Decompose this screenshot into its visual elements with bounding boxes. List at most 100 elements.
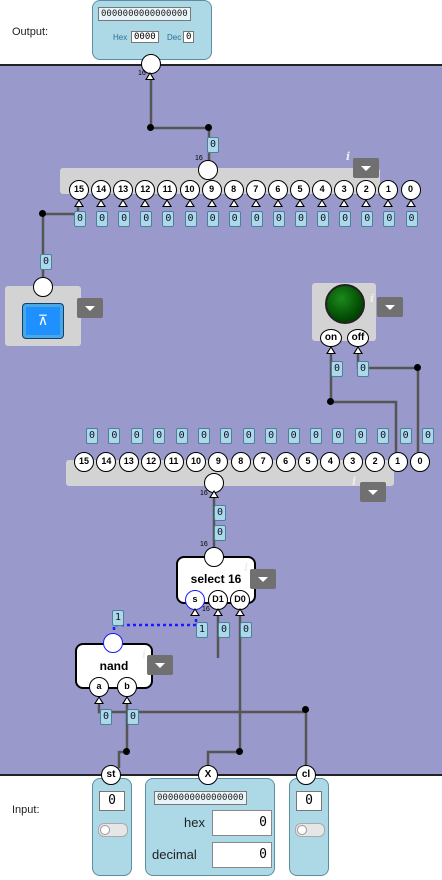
wire-select-s — [112, 610, 198, 630]
output-area-label: Output: — [12, 26, 49, 38]
push-button[interactable]: ⊼ — [22, 303, 64, 339]
input-x-hex-field[interactable]: 0 — [212, 810, 272, 836]
top-splitter-value: 0 — [206, 211, 219, 227]
bottom-splitter-pin[interactable]: 9 — [208, 452, 229, 472]
wire-led-on — [329, 352, 398, 454]
nand-menu-button[interactable] — [147, 655, 173, 675]
input-st-toggle[interactable] — [98, 823, 128, 837]
top-splitter-pin[interactable]: 10 — [179, 180, 200, 200]
push-button-out-port[interactable] — [33, 277, 53, 297]
top-splitter-pin[interactable]: 15 — [69, 180, 89, 200]
bottom-splitter-pin[interactable]: 14 — [96, 452, 117, 472]
input-x-pin[interactable]: X — [198, 765, 218, 785]
top-splitter-pin-arrow — [140, 199, 151, 207]
nand-pin-a[interactable]: a — [89, 677, 109, 697]
junction-dot — [414, 364, 421, 371]
bottom-splitter-pin[interactable]: 3 — [342, 452, 363, 472]
bottom-splitter-menu-button[interactable] — [360, 482, 386, 502]
top-splitter-pin[interactable]: 0 — [400, 180, 421, 200]
top-splitter-pin[interactable]: 9 — [201, 180, 222, 200]
bottom-splitter-value: 0 — [377, 428, 390, 444]
select-in-value-d1: 0 — [218, 622, 230, 638]
top-splitter-pin[interactable]: 6 — [267, 180, 288, 200]
bottom-splitter-pin[interactable]: 4 — [320, 452, 341, 472]
junction-dot — [302, 706, 309, 713]
info-icon[interactable]: i — [352, 475, 357, 488]
select-width-in: 16 — [202, 606, 210, 613]
bottom-splitter-pin[interactable]: 12 — [141, 452, 162, 472]
top-splitter-value: 0 — [383, 211, 396, 227]
nand-in-value-b: 0 — [127, 709, 139, 725]
select16-pin-d1[interactable]: D1 — [208, 590, 228, 610]
input-st-value[interactable]: 0 — [99, 791, 125, 811]
bottom-splitter-pin[interactable]: 8 — [230, 452, 251, 472]
info-icon[interactable]: i — [142, 648, 147, 661]
input-x-decimal-label: decimal — [152, 847, 197, 862]
select-width-out: 16 — [200, 541, 208, 548]
bottom-bus-width: 16 — [200, 490, 208, 497]
bottom-splitter-pin[interactable]: 7 — [253, 452, 274, 472]
junction-dot — [327, 398, 334, 405]
output-bus-width: 16 — [138, 70, 146, 77]
input-st-pin[interactable]: st — [101, 765, 121, 785]
select16-pin-s[interactable]: s — [185, 590, 205, 610]
bottom-splitter-value: 0 — [332, 428, 345, 444]
select-in-value-d0: 0 — [240, 622, 252, 638]
bottom-splitter-pin[interactable]: 1 — [387, 452, 408, 472]
top-splitter-pin[interactable]: 8 — [223, 180, 244, 200]
bottom-splitter-pin[interactable]: 10 — [186, 452, 206, 472]
top-splitter-pin[interactable]: 5 — [290, 180, 310, 200]
top-splitter-in-port[interactable] — [198, 160, 218, 180]
junction-dot — [123, 748, 130, 755]
led-off-pin[interactable]: off — [347, 329, 369, 347]
info-icon[interactable]: i — [346, 150, 351, 163]
bottom-splitter-pin[interactable]: 11 — [163, 452, 184, 472]
top-splitter-pin[interactable]: 14 — [91, 180, 112, 200]
input-area-label: Input: — [12, 804, 40, 816]
input-x-decimal-field[interactable]: 0 — [212, 842, 272, 868]
top-splitter-value: 0 — [184, 211, 197, 227]
bottom-splitter-pin[interactable]: 15 — [74, 452, 94, 472]
select-out-value-1: 0 — [214, 525, 226, 541]
wire-button-link — [43, 206, 80, 216]
input-x-bits: 0000000000000000 — [154, 791, 247, 805]
select16-menu-button[interactable] — [250, 569, 276, 589]
nand-b-arrow — [122, 696, 132, 704]
nand-pin-b[interactable]: b — [117, 677, 137, 697]
output-bits: 0000000000000000 — [98, 7, 191, 21]
push-button-glyph: ⊼ — [37, 312, 49, 328]
select16-pin-d0[interactable]: D0 — [230, 590, 250, 610]
info-icon[interactable]: i — [370, 292, 375, 305]
top-splitter-pin[interactable]: 7 — [245, 180, 266, 200]
top-splitter-pin[interactable]: 4 — [312, 180, 333, 200]
top-splitter-menu-button[interactable] — [353, 158, 379, 178]
top-splitter-value: 0 — [272, 211, 285, 227]
led-on-value: 0 — [331, 361, 343, 377]
bottom-splitter-value: 0 — [153, 428, 166, 444]
led-menu-button[interactable] — [377, 297, 403, 317]
input-cl-value[interactable]: 0 — [296, 791, 322, 811]
led-on-pin[interactable]: on — [320, 329, 342, 347]
input-cl-toggle[interactable] — [295, 823, 325, 837]
led-light — [325, 284, 365, 324]
top-splitter-value: 0 — [140, 211, 153, 227]
bottom-splitter-pin[interactable]: 13 — [118, 452, 139, 472]
input-cl-pin[interactable]: cl — [296, 765, 316, 785]
select16-d1-arrow — [213, 608, 223, 616]
select16-title: select 16 — [190, 572, 242, 586]
nand-out-port[interactable] — [103, 633, 123, 653]
top-splitter-pin-arrow — [250, 199, 261, 207]
bottom-splitter-pin[interactable]: 6 — [275, 452, 296, 472]
bottom-splitter-arrow — [209, 490, 219, 498]
bottom-splitter-pin[interactable]: 5 — [298, 452, 318, 472]
output-port-arrow — [145, 72, 155, 80]
top-splitter-pin-arrow — [228, 199, 239, 207]
output-area: Output: — [0, 0, 442, 64]
info-icon[interactable]: i — [244, 561, 249, 574]
top-splitter-pin-arrow — [162, 199, 173, 207]
nand-in-value-a: 0 — [100, 709, 112, 725]
push-button-menu-button[interactable] — [77, 298, 103, 318]
bottom-splitter-pin[interactable]: 2 — [365, 452, 386, 472]
select16-out-port[interactable] — [204, 547, 224, 567]
bottom-splitter-pin[interactable]: 0 — [410, 452, 430, 472]
